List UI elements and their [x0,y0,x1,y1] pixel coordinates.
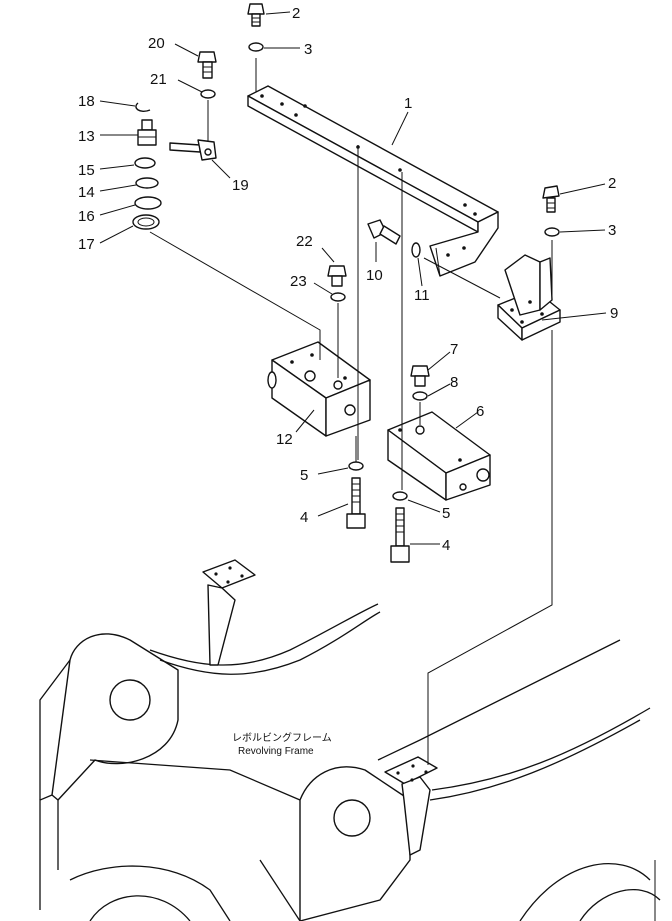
bolt-part-4-right [390,507,410,563]
bolt-part-2-top [247,3,265,27]
lever-part-19 [169,139,217,161]
callout-2-right: 2 [608,175,616,192]
frame-bore-left [109,679,151,721]
washer-part-8 [412,391,428,401]
frame-bracket-left [202,559,256,666]
washer-part-23 [330,292,346,302]
callout-3-top: 3 [304,41,312,58]
callout-18: 18 [78,93,95,110]
callout-16: 16 [78,208,95,225]
callout-10: 10 [366,267,383,284]
callout-12: 12 [276,431,293,448]
callout-6: 6 [476,403,484,420]
callout-22: 22 [296,233,313,250]
callout-3-right: 3 [608,222,616,239]
plug-part-7 [410,365,430,387]
washer-part-5-right [392,491,408,501]
washer-part-3-top [248,42,264,52]
callout-7: 7 [450,341,458,358]
callout-15: 15 [78,162,95,179]
callout-20: 20 [148,35,165,52]
callout-9: 9 [610,305,618,322]
callout-4-right: 4 [442,537,450,554]
callout-14: 14 [78,184,95,201]
bolt-part-20 [197,51,217,79]
frame-label-japanese: レボルビングフレーム [232,731,332,744]
snap-ring-part-18 [135,102,151,112]
leader-lines [99,11,607,545]
o-ring-part-16 [134,196,162,210]
callout-19: 19 [232,177,249,194]
callouts: 2 3 1 20 21 18 13 15 14 16 17 19 2 3 22 … [78,5,618,554]
frame-bore-right [333,799,371,837]
frame-bracket-right [384,756,438,856]
callout-1: 1 [404,95,412,112]
washer-part-21 [200,89,216,99]
assembly-lines [149,145,553,765]
frame-label-english: Revolving Frame [238,746,314,757]
bolt-part-10 [367,219,401,245]
callout-21: 21 [150,71,167,88]
o-ring-part-14 [135,177,159,189]
washer-part-11 [411,242,421,258]
callout-4-left: 4 [300,509,308,526]
mounting-bracket-part-1 [247,85,499,277]
support-bracket-part-9 [497,254,561,341]
pin-part-13 [137,119,157,146]
callout-8: 8 [450,374,458,391]
bolt-part-4-left [346,477,366,529]
callout-13: 13 [78,128,95,145]
washer-part-5-left [348,461,364,471]
callout-11: 11 [414,287,430,304]
valve-block-part-12 [267,341,371,437]
callout-5-right: 5 [442,505,450,522]
callout-5-left: 5 [300,467,308,484]
callout-17: 17 [78,236,95,253]
callout-23: 23 [290,273,307,290]
seal-part-17 [132,214,160,230]
bolt-part-2-right [542,185,560,213]
seal-part-15 [134,157,156,169]
callout-2-top: 2 [292,5,300,22]
valve-block-part-6 [387,411,491,501]
revolving-frame [39,559,661,921]
washer-part-3-right [544,227,560,237]
plug-part-22 [327,265,347,287]
